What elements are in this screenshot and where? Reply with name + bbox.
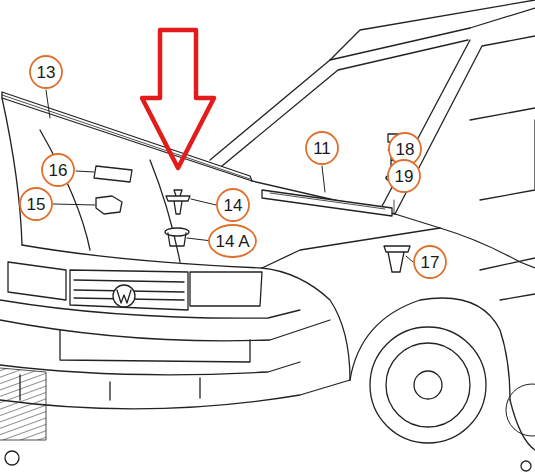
callout-circle: 14 [216,188,250,222]
callout-number: 14 A [215,233,249,250]
callout-circle: 19 [387,159,421,193]
callout-circle: 16 [41,153,75,187]
callout-circle: 13 [29,55,63,89]
callout-circle: 17 [413,245,447,279]
callout-number: 11 [313,140,331,157]
callout-number: 14 [224,197,243,214]
callout-number: 17 [421,254,440,271]
callout-number: 13 [37,64,56,81]
callout-circle: 14 A [208,224,257,258]
callout-number: 15 [27,196,46,213]
callout-circle: 15 [19,187,53,221]
callout-number: 16 [49,162,68,179]
callout-number: 18 [396,141,415,158]
callout-circle: 11 [305,131,339,165]
callout-number: 19 [395,168,414,185]
